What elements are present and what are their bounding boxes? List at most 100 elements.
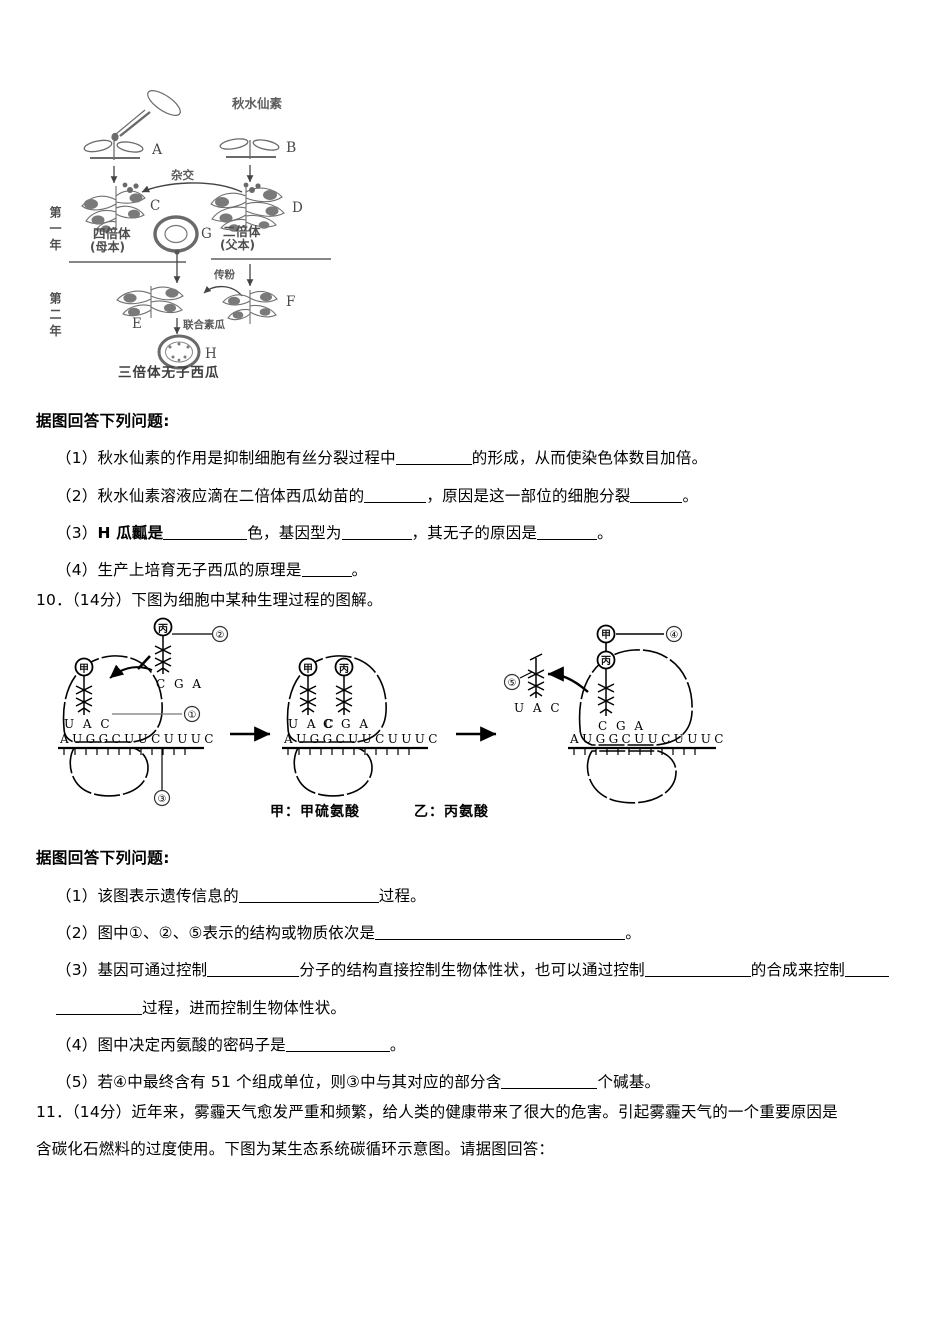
peptide-chain: 甲 丙 <box>596 624 616 670</box>
figure1-plant-e <box>116 286 184 318</box>
figure1-plant-c <box>81 182 146 233</box>
answer-blank[interactable] <box>301 563 352 577</box>
svg-text:丙: 丙 <box>158 623 168 635</box>
svg-text:甲: 甲 <box>601 629 611 641</box>
answer-blank[interactable] <box>501 1075 598 1089</box>
q-text: ，原因是这一部位的细胞分裂 <box>426 487 631 505</box>
q-text: 色，基因型为 <box>247 524 342 542</box>
answer-blank[interactable] <box>630 489 683 503</box>
q-text: 过程。 <box>378 887 426 905</box>
q-text: 。 <box>597 524 613 542</box>
answer-blank[interactable] <box>537 526 598 540</box>
section9-prompt: 据图回答下列问题: <box>36 412 170 430</box>
figure1-colchicine-label: 秋水仙素 <box>232 96 283 111</box>
question10-stem-text: 下图为细胞中某种生理过程的图解。 <box>131 591 383 609</box>
svg-text:⑤: ⑤ <box>508 678 517 689</box>
answer-blank[interactable] <box>364 489 427 503</box>
figure1-diploid-label: 二倍体 <box>223 224 261 239</box>
anticodon-cga-panel3: C G A <box>598 719 646 733</box>
watermelon-breeding-figure: 秋水仙素 A B 杂交 <box>46 78 386 378</box>
figure1-label-g: G <box>201 226 212 242</box>
figure1-tetraploid-label: 四倍体 <box>93 226 131 241</box>
question11-text-1: 近年来，雾霾天气愈发严重和频繁，给人类的健康带来了很大的危害。引起雾霾天气的一个… <box>131 1103 838 1121</box>
question10-prompt: 据图回答下列问题: <box>36 849 170 867</box>
figure1-pollination-label: 传粉 <box>213 268 235 281</box>
answer-blank[interactable] <box>207 963 300 977</box>
q-num: （4） <box>56 1036 98 1054</box>
mrna-panel3: AUGGCUUCUUUC <box>569 732 727 746</box>
question10-score: （14分） <box>71 591 132 609</box>
figure1-fruit-h <box>157 334 201 370</box>
figure1-tetraploid-sublabel: (母本) <box>90 239 125 254</box>
section9-question-4: （4）生产上培育无子西瓜的原理是。 <box>56 558 367 580</box>
q-num: （3） <box>56 524 98 542</box>
q-text: 该图表示遗传信息的 <box>97 887 239 905</box>
svg-text:丙: 丙 <box>339 663 349 675</box>
figure2-legend: 甲：甲硫氨酸乙：丙氨酸 <box>270 801 489 821</box>
mrna-panel2: AUGGCUUCUUUC <box>283 732 441 746</box>
q-num: （4） <box>56 561 98 579</box>
question10-sub-1: （1）该图表示遗传信息的 过程。 <box>56 884 426 906</box>
question10-stem: 10．（14分）下图为细胞中某种生理过程的图解。 <box>36 588 383 610</box>
figure1-label-a: A <box>151 142 163 158</box>
figure1-seed-g <box>153 215 199 253</box>
question10-sub-3-cont: 过程，进而控制生物体性状。 <box>56 996 346 1018</box>
svg-text:甲: 甲 <box>79 663 89 675</box>
question11-line-2: 含碳化石燃料的过度使用。下图为某生态系统碳循环示意图。请据图回答： <box>36 1137 554 1159</box>
q-text: 个碱基。 <box>597 1073 661 1091</box>
svg-text:③: ③ <box>158 794 167 805</box>
q-text: 基因可通过控制 <box>97 961 208 979</box>
callout-1: ① <box>183 705 201 723</box>
section9-question-3: （3）H 瓜瓤是 色，基因型为 ，其无子的原因是 。 <box>56 521 613 543</box>
q-num: （5） <box>56 1073 98 1091</box>
q-num: （1） <box>56 449 98 467</box>
anticodon-uac-panel3: U A C <box>514 701 562 715</box>
q-text: 。 <box>625 924 641 942</box>
figure1-diploid-sublabel: (父本) <box>220 237 255 252</box>
figure1-label-b: B <box>286 140 296 156</box>
answer-blank[interactable] <box>644 963 751 977</box>
q-text: 若④中最终含有 51 个组成单位，则③中与其对应的部分含 <box>97 1073 502 1091</box>
anticodon-uac-panel1: U A C <box>64 717 112 731</box>
figure1-label-d: D <box>292 200 303 216</box>
q-text: H 瓜瓤是 <box>97 524 164 542</box>
question10-sub-4: （4）图中决定丙氨酸的密码子是。 <box>56 1033 406 1055</box>
anticodon-uac-panel2: U A C <box>288 717 336 731</box>
answer-blank[interactable] <box>238 889 379 903</box>
q-num: （3） <box>56 961 98 979</box>
amino-acid-alanine-1: 丙 <box>153 617 173 637</box>
answer-blank[interactable] <box>395 451 472 465</box>
callout-2: ② <box>211 625 229 643</box>
section9-question-2: （2）秋水仙素溶液应滴在二倍体西瓜幼苗的，原因是这一部位的细胞分裂。 <box>56 484 698 506</box>
q-text: 秋水仙素溶液应滴在二倍体西瓜幼苗的 <box>97 487 365 505</box>
amino-acid-methionine-1: 甲 <box>74 657 94 677</box>
callout-3: ③ <box>153 789 171 807</box>
answer-blank[interactable] <box>56 1001 142 1015</box>
svg-text:①: ① <box>188 710 197 721</box>
figure1-plant-d <box>210 182 285 232</box>
figure1-label-e: E <box>132 316 142 332</box>
question11-score: （14分） <box>71 1103 132 1121</box>
q-text: 图中决定丙氨酸的密码子是 <box>97 1036 286 1054</box>
figure1-fruit-process-label: 联合素瓜 <box>183 318 225 331</box>
q-num: （1） <box>56 887 98 905</box>
svg-text:④: ④ <box>670 630 679 641</box>
answer-blank[interactable] <box>163 526 248 540</box>
q-text: ，其无子的原因是 <box>411 524 538 542</box>
question11-text-2: 含碳化石燃料的过度使用。下图为某生态系统碳循环示意图。请据图回答： <box>36 1140 555 1158</box>
answer-blank[interactable] <box>341 526 412 540</box>
amino-acid-alanine-2: 丙 <box>334 657 354 677</box>
q-text: 图中①、②、⑤表示的结构或物质依次是 <box>97 924 376 942</box>
svg-text:②: ② <box>216 630 225 641</box>
figure1-cross-label: 杂交 <box>171 168 194 182</box>
callout-5: ⑤ <box>503 673 521 691</box>
mrna-panel1: AUGGCUUCUUUC <box>59 732 217 746</box>
legend-item-2: 乙：丙氨酸 <box>414 804 489 820</box>
question11-line-1: 11．（14分）近年来，雾霾天气愈发严重和频繁，给人类的健康带来了很大的危害。引… <box>36 1100 838 1122</box>
question10-number: 10． <box>36 591 72 609</box>
answer-blank[interactable] <box>375 926 626 940</box>
question10-sub-3: （3）基因可通过控制分子的结构直接控制生物体性状，也可以通过控制的合成来控制 <box>56 958 889 980</box>
answer-blank[interactable] <box>844 963 889 977</box>
answer-blank[interactable] <box>285 1038 390 1052</box>
figure1-caption: 三倍体无子西瓜 <box>118 364 220 378</box>
